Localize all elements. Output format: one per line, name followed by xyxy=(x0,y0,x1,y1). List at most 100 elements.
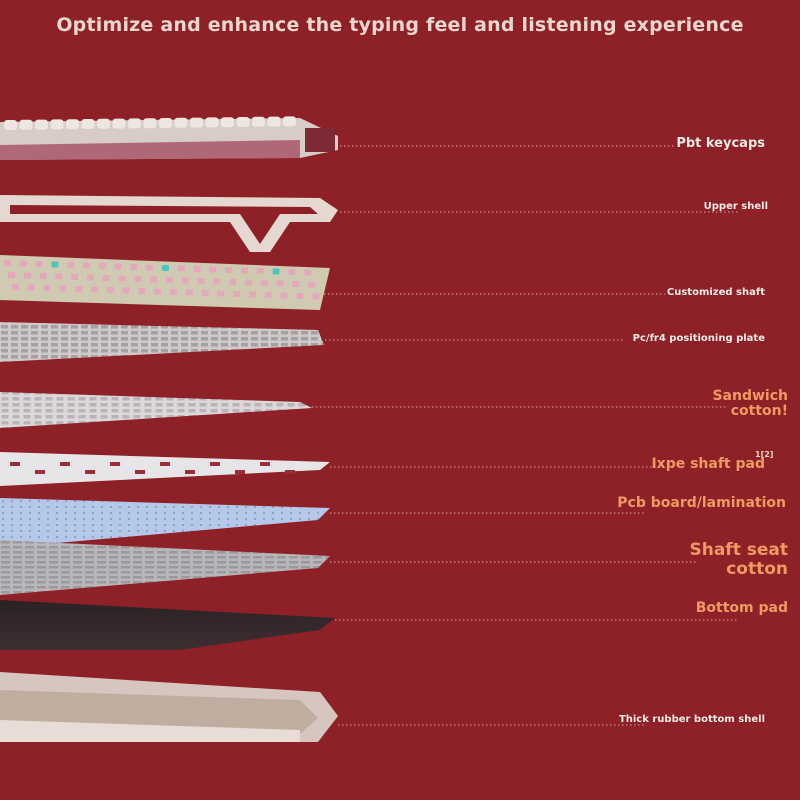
ixpe-pad-layer xyxy=(0,452,330,486)
keycap xyxy=(283,116,296,127)
switch-stem xyxy=(8,272,15,278)
keycap xyxy=(221,117,234,128)
keycap xyxy=(205,117,219,128)
switch-stem xyxy=(245,279,252,286)
layer-label: Sandwich cotton! xyxy=(712,388,788,420)
keycap xyxy=(236,117,250,127)
keycaps-layer xyxy=(0,116,338,160)
ixpe-slot xyxy=(10,462,20,466)
layer-label: Pcb board/lamination xyxy=(617,495,786,511)
switch-stem xyxy=(260,280,268,286)
switch-stem xyxy=(87,274,94,281)
switch-stem xyxy=(229,279,237,285)
ixpe-slot xyxy=(235,470,245,474)
switch-stem xyxy=(102,275,110,281)
bottom-pad-layer xyxy=(0,600,335,650)
switch-stem xyxy=(98,263,106,269)
switch-stem xyxy=(280,292,288,299)
ixpe-slot xyxy=(135,470,145,474)
layer-label: Thick rubber bottom shell xyxy=(618,714,765,725)
switch-stem xyxy=(83,262,90,269)
switch-stem xyxy=(138,288,146,294)
switch-stem xyxy=(162,265,169,271)
switch-stem xyxy=(256,268,264,274)
switch-stem xyxy=(312,293,320,300)
keycap xyxy=(159,118,172,128)
keycap xyxy=(112,118,126,129)
ixpe-slot xyxy=(260,462,270,466)
switch-stem xyxy=(292,281,300,287)
positioning-plate-layer xyxy=(0,322,324,362)
keycap xyxy=(81,119,95,129)
switch-stem xyxy=(213,278,221,285)
ixpe-slot xyxy=(285,470,295,474)
layer-label: Upper shell xyxy=(703,201,768,212)
keycap xyxy=(50,119,64,130)
switch-stem xyxy=(27,284,35,291)
ixpe-slot xyxy=(85,470,95,474)
switch-stem xyxy=(59,285,67,292)
bottom-shell-layer xyxy=(0,672,338,742)
switch-stem xyxy=(55,273,63,280)
switch-stem xyxy=(304,269,312,276)
page-title: Optimize and enhance the typing feel and… xyxy=(56,14,744,36)
keycap xyxy=(66,119,79,130)
switch-stem xyxy=(249,291,256,298)
switch-stem xyxy=(4,260,11,266)
switch-stem xyxy=(181,277,189,284)
ixpe-slot xyxy=(60,462,70,466)
switch-stem xyxy=(51,261,59,268)
keycap xyxy=(97,118,110,129)
upper-shell-layer xyxy=(0,195,338,252)
switch-stem xyxy=(106,287,114,293)
pcb-layer xyxy=(0,498,330,548)
switch-stem xyxy=(154,288,162,295)
switch-stem xyxy=(272,268,280,275)
switches-layer xyxy=(0,255,330,310)
layer-label: Pbt keycaps xyxy=(676,136,765,151)
ixpe-slot xyxy=(110,462,120,466)
keycap xyxy=(174,117,188,128)
keycap xyxy=(35,119,48,130)
layer-label: Ixpe shaft pad xyxy=(651,456,765,472)
ixpe-slot xyxy=(185,470,195,474)
layer-label: Customized shaft xyxy=(666,287,765,298)
switch-stem xyxy=(134,276,142,282)
switch-stem xyxy=(75,286,83,292)
switch-stem xyxy=(71,274,79,280)
switch-stem xyxy=(177,265,185,272)
keycap xyxy=(143,118,157,129)
switch-stem xyxy=(233,291,241,297)
keycap xyxy=(252,116,265,127)
switch-stem xyxy=(264,292,272,298)
switch-stem xyxy=(122,287,130,294)
keycap xyxy=(190,117,203,128)
switch-stem xyxy=(12,284,19,290)
layer-label: Shaft seat cotton xyxy=(689,540,788,579)
switch-stem xyxy=(225,267,233,273)
switch-stem xyxy=(150,276,158,283)
sandwich-cotton-layer xyxy=(0,392,312,428)
switch-stem xyxy=(118,275,126,282)
switch-stem xyxy=(67,262,75,268)
keycap xyxy=(128,118,141,129)
ixpe-slot xyxy=(160,462,170,466)
switch-stem xyxy=(296,293,304,299)
switch-stem xyxy=(114,263,122,270)
switch-stem xyxy=(91,286,98,293)
ixpe-slot xyxy=(210,462,220,466)
switch-stem xyxy=(43,285,51,291)
switch-stem xyxy=(288,269,296,275)
ixpe-slot xyxy=(35,470,45,474)
switch-stem xyxy=(209,266,217,273)
switch-stem xyxy=(166,277,173,283)
keycap xyxy=(19,119,33,130)
switch-stem xyxy=(39,273,47,279)
switch-stem xyxy=(146,264,154,271)
switch-stem xyxy=(197,278,205,284)
leader-lines xyxy=(312,145,738,726)
switch-stem xyxy=(185,289,193,296)
switch-stem xyxy=(130,264,138,270)
